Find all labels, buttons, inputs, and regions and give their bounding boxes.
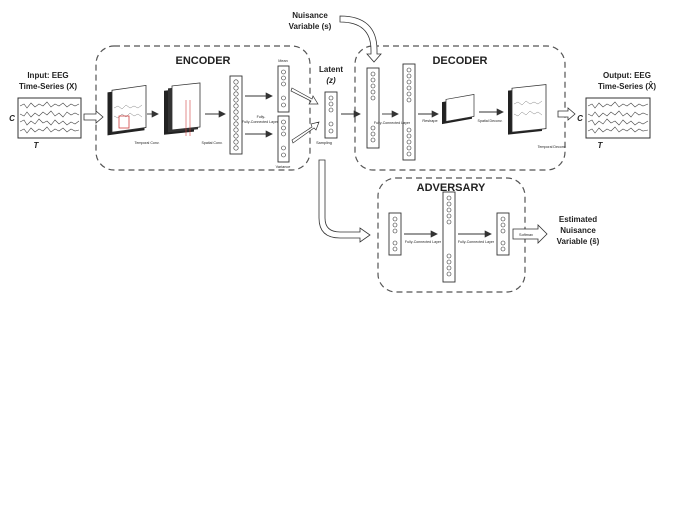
softmax-label: Softmax bbox=[519, 233, 533, 237]
decoder-title: DECODER bbox=[432, 55, 487, 67]
decoder-input-neurons bbox=[370, 71, 376, 143]
adversary-fc-neurons bbox=[446, 195, 452, 277]
decoder-fc-label: Fully-Connected Layer bbox=[374, 121, 411, 125]
input-title-line1: Input: EEG bbox=[27, 71, 68, 80]
nuisance-label-line1: Nuisance bbox=[292, 11, 328, 20]
estimated-label-line1: Estimated bbox=[559, 215, 597, 224]
latent-neurons bbox=[328, 95, 334, 134]
nuisance-to-decoder-arrow bbox=[339, 15, 382, 63]
spatial-deconv-label: Spatial Deconv. bbox=[478, 119, 503, 123]
adversary-box bbox=[377, 177, 526, 293]
adversary-input-neurons bbox=[392, 216, 398, 252]
reshape-label: Reshape bbox=[422, 119, 437, 123]
mean-label: Mean bbox=[278, 59, 288, 63]
output-channel-label: C bbox=[577, 114, 583, 123]
spatial-conv-label: Spatial Conv. bbox=[201, 141, 222, 145]
adversary-title: ADVERSARY bbox=[417, 182, 486, 194]
nuisance-label-line2: Variable (s) bbox=[289, 22, 332, 31]
input-eeg-waveform bbox=[19, 101, 80, 134]
estimated-label-line3: Variable (ŝ) bbox=[557, 237, 600, 246]
temporal-conv-label: Temporal Conv. bbox=[135, 141, 160, 145]
mean-column bbox=[277, 65, 290, 113]
adversary-input-column bbox=[388, 212, 402, 256]
decoder-fc-column bbox=[402, 63, 416, 161]
latent-label-line2: (z) bbox=[326, 76, 336, 85]
input-to-encoder-arrow bbox=[83, 110, 104, 124]
encoder-fc-label: Fully-Connected Layers bbox=[242, 120, 280, 124]
encoder-title: ENCODER bbox=[175, 55, 230, 67]
output-eeg-waveform bbox=[587, 101, 649, 134]
encoder-fc-column bbox=[229, 75, 243, 155]
decoder-input-column bbox=[366, 67, 380, 149]
softmax-arrow bbox=[512, 224, 548, 244]
decoder-fc-neurons bbox=[406, 67, 412, 157]
mean-to-latent-arrow bbox=[290, 87, 319, 105]
variance-to-latent-arrow bbox=[291, 121, 320, 144]
output-title-line1: Output: EEG bbox=[603, 71, 651, 80]
output-title-line2: Time-Series (X̂) bbox=[598, 82, 656, 91]
output-time-label: T bbox=[598, 141, 604, 150]
input-title-line2: Time-Series (X) bbox=[19, 82, 77, 91]
spatial-deconv-stack bbox=[442, 94, 475, 125]
encoder-fc-neurons bbox=[233, 79, 239, 151]
adversary-fc-column bbox=[442, 191, 456, 283]
decoder-box bbox=[354, 45, 566, 171]
encoder-fc-label-1: Fully- bbox=[257, 115, 267, 119]
input-channel-label: C bbox=[9, 114, 15, 123]
adversary-fc-label-2: Fully-Connected Layer bbox=[458, 240, 495, 244]
variance-column bbox=[277, 115, 290, 163]
temporal-deconv-stack bbox=[508, 84, 547, 135]
input-time-label: T bbox=[34, 141, 40, 150]
adversary-output-neurons bbox=[500, 216, 506, 252]
mean-neurons bbox=[281, 69, 286, 108]
latent-to-adversary-arrow bbox=[318, 159, 371, 243]
temporal-conv-stack bbox=[107, 85, 147, 136]
variance-neurons bbox=[281, 119, 286, 158]
encoder-box bbox=[95, 45, 311, 171]
decoder-to-output-arrow bbox=[557, 107, 576, 121]
spatial-conv-stack bbox=[164, 82, 201, 136]
estimated-label-line2: Nuisance bbox=[560, 226, 596, 235]
latent-column bbox=[324, 91, 338, 139]
adversary-output-column bbox=[496, 212, 510, 256]
temporal-deconv-label: Temporal Deconv. bbox=[538, 145, 567, 149]
latent-label-line1: Latent bbox=[319, 65, 343, 74]
variance-label: Variance bbox=[276, 165, 291, 169]
sampling-label: Sampling bbox=[316, 141, 332, 145]
adversary-fc-label-1: Fully-Connected Layer bbox=[405, 240, 442, 244]
